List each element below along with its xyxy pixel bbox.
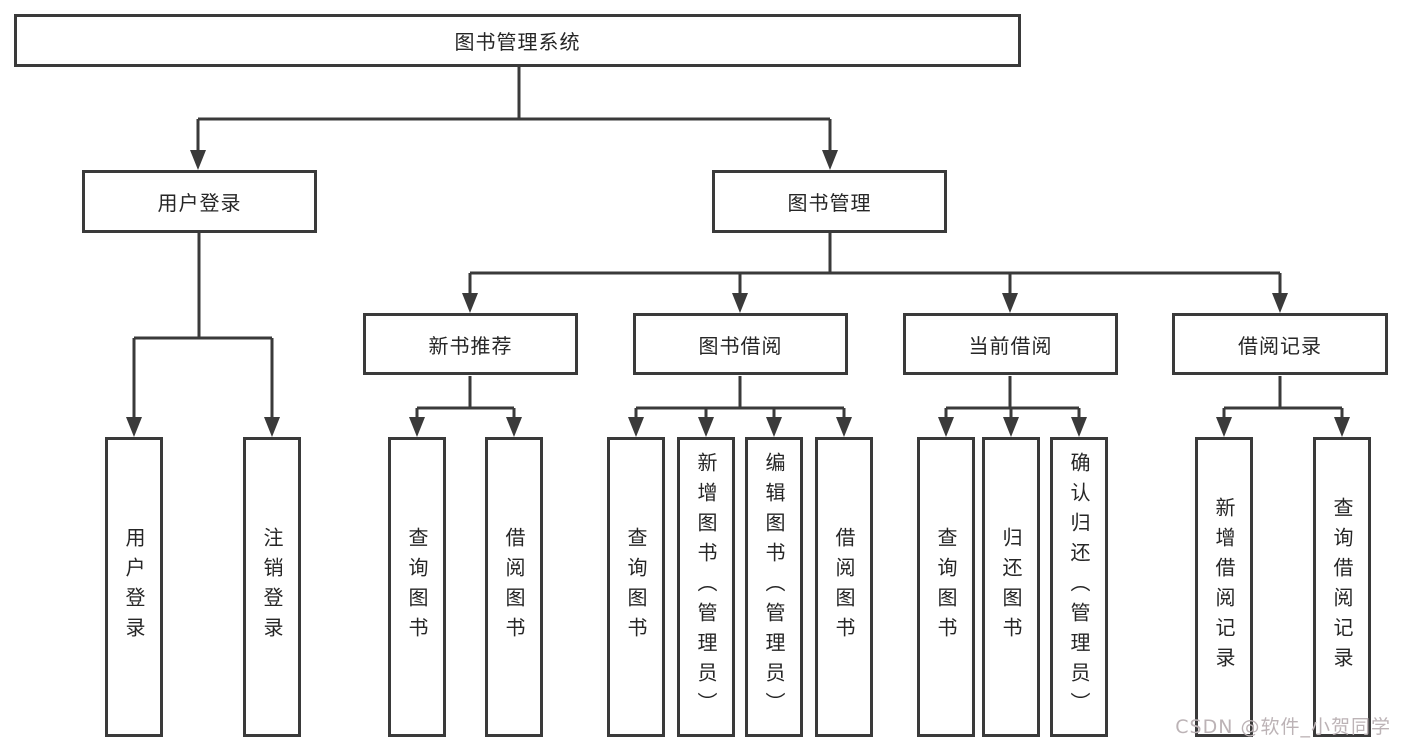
node-label: 借阅图书 [502, 527, 526, 647]
node-label: 当前借阅 [968, 333, 1053, 358]
node-label: 图书借阅 [698, 333, 783, 358]
node-label: 查询借阅记录 [1330, 497, 1354, 677]
leaf-confirm-return-admin: 确认归还（管理员） [1050, 437, 1108, 737]
leaf-add-books-admin: 新增图书（管理员） [677, 437, 735, 737]
watermark-text: CSDN @软件_小贺同学 [1175, 716, 1391, 738]
node-label: 新增图书（管理员） [694, 452, 718, 722]
node-label: 用户登录 [157, 191, 242, 215]
node-label: 查询图书 [405, 527, 429, 647]
node-label: 借阅图书 [832, 527, 856, 647]
node-book-borrowing: 图书借阅 [633, 313, 848, 375]
node-user-login: 用户登录 [82, 170, 317, 233]
node-label: 图书管理 [787, 191, 872, 215]
leaf-query-books-borrowing: 查询图书 [607, 437, 665, 737]
node-book-management: 图书管理 [712, 170, 947, 233]
node-label: 新增借阅记录 [1212, 497, 1236, 677]
leaf-query-books-recommend: 查询图书 [388, 437, 446, 737]
leaf-query-books-current: 查询图书 [917, 437, 975, 737]
leaf-add-borrow-record: 新增借阅记录 [1195, 437, 1253, 737]
node-library-management-system: 图书管理系统 [14, 14, 1021, 67]
node-label: 归还图书 [999, 527, 1023, 647]
node-current-borrowing: 当前借阅 [903, 313, 1118, 375]
node-label: 新书推荐 [428, 333, 513, 358]
node-label: 查询图书 [934, 527, 958, 647]
leaf-return-books: 归还图书 [982, 437, 1040, 737]
node-label: 用户登录 [122, 527, 146, 647]
node-label: 注销登录 [260, 527, 284, 647]
leaf-borrow-books: 借阅图书 [815, 437, 873, 737]
leaf-edit-books-admin: 编辑图书（管理员） [745, 437, 803, 737]
leaf-logout: 注销登录 [243, 437, 301, 737]
leaf-borrow-books-recommend: 借阅图书 [485, 437, 543, 737]
node-new-book-recommend: 新书推荐 [363, 313, 578, 375]
node-label: 确认归还（管理员） [1067, 452, 1091, 722]
leaf-query-borrow-record: 查询借阅记录 [1313, 437, 1371, 737]
node-label: 图书管理系统 [454, 30, 581, 54]
node-label: 借阅记录 [1238, 333, 1322, 358]
node-label: 查询图书 [624, 527, 648, 647]
node-borrowing-records: 借阅记录 [1172, 313, 1388, 375]
node-label: 编辑图书（管理员） [762, 452, 786, 722]
leaf-user-login: 用户登录 [105, 437, 163, 737]
